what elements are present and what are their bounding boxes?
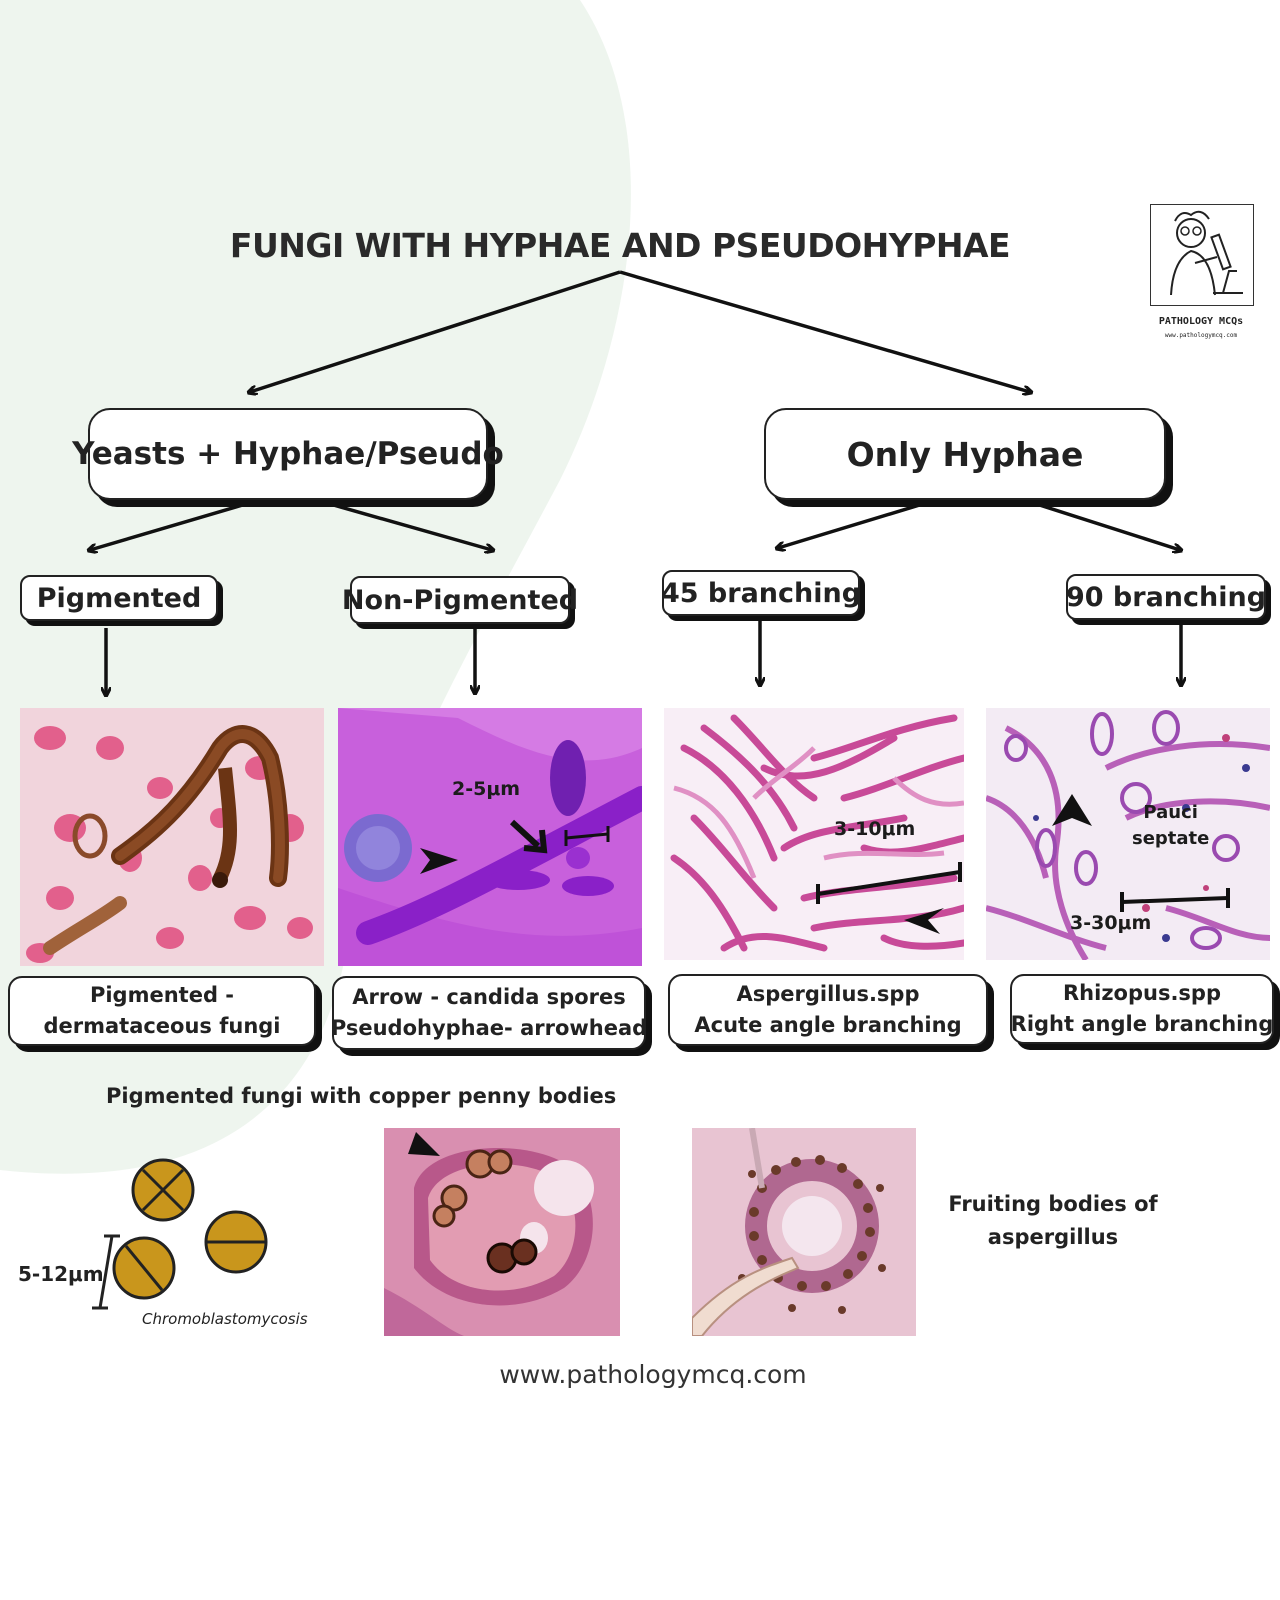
photo-fruiting-bodies xyxy=(692,1128,916,1336)
copper-penny-diagram xyxy=(92,1158,268,1310)
caption-aspergillus-line2: Acute angle branching xyxy=(694,1013,962,1037)
scientist-microscope-icon xyxy=(1170,210,1243,296)
arrow-right-90 xyxy=(1023,498,1180,550)
copper-penny-heading: Pigmented fungi with copper penny bodies xyxy=(106,1084,617,1108)
candida-markers xyxy=(420,819,610,874)
measure-candida: 2-5μm xyxy=(452,778,521,800)
sub-pigmented: Pigmented xyxy=(20,575,218,621)
caption-rhizopus-line2: Right angle branching xyxy=(1010,1012,1274,1036)
sub-90-branching: 90 branching xyxy=(1066,574,1266,620)
sub-non-pigmented: Non-Pigmented xyxy=(342,576,578,624)
caption-pigmented-line1: Pigmented - xyxy=(89,983,235,1007)
caption-pigmented: Pigmented - dermataceous fungi xyxy=(8,976,316,1046)
logo xyxy=(1150,204,1254,306)
logo-name: PATHOLOGY MCQs xyxy=(1158,316,1244,327)
caption-rhizopus-line1: Rhizopus.spp xyxy=(1063,981,1221,1005)
arrowhead-icon xyxy=(904,908,944,934)
note-pauci: Pauci xyxy=(1143,802,1198,823)
size-bar-icon xyxy=(92,1234,120,1310)
fruiting-line2: aspergillus xyxy=(987,1225,1119,1249)
measure-aspergillus: 3-10μm xyxy=(834,818,916,840)
category-only-hyphae-label: Only Hyphae xyxy=(846,434,1084,474)
caption-candida-line1: Arrow - candida spores xyxy=(352,985,626,1009)
arrow-right-45 xyxy=(778,498,937,548)
arrow-left-pigmented xyxy=(90,502,247,550)
penny-cross-icon xyxy=(131,1158,195,1222)
caption-aspergillus: Aspergillus.spp Acute angle branching xyxy=(668,974,988,1046)
note-septate: septate xyxy=(1132,828,1210,849)
sub-pigmented-label: Pigmented xyxy=(36,582,202,614)
sub-45-branching-label: 45 branching xyxy=(660,577,862,609)
caption-pigmented-line2: dermataceous fungi xyxy=(43,1014,281,1038)
sub-90-branching-label: 90 branching xyxy=(1065,581,1267,613)
caption-aspergillus-line1: Aspergillus.spp xyxy=(736,982,920,1006)
penny-septate-icon xyxy=(112,1236,176,1300)
arrow-left-nonpigmented xyxy=(329,502,492,550)
penny-dividing-icon xyxy=(204,1210,268,1274)
fruiting-bodies-label: Fruiting bodies of aspergillus xyxy=(930,1188,1176,1254)
fruiting-line1: Fruiting bodies of xyxy=(948,1192,1158,1216)
sub-non-pigmented-label: Non-Pigmented xyxy=(341,584,579,616)
arrowhead-icon xyxy=(1052,794,1092,826)
arrow-title-right xyxy=(619,270,1030,392)
category-yeasts-hyphae-label: Yeasts + Hyphae/Pseudo xyxy=(72,436,504,472)
caption-candida: Arrow - candida spores Pseudohyphae- arr… xyxy=(330,976,648,1050)
measure-rhizopus: 3-30μm xyxy=(1070,912,1152,934)
arrowhead-icon xyxy=(408,1132,440,1156)
arrowhead-icon xyxy=(420,848,458,874)
scale-bar-icon xyxy=(564,826,610,846)
footer-url[interactable]: www.pathologymcq.com xyxy=(499,1360,807,1389)
scale-bar-icon xyxy=(816,862,962,904)
caption-rhizopus: Rhizopus.spp Right angle branching xyxy=(1010,974,1274,1044)
scale-bar-icon xyxy=(1120,888,1230,912)
category-only-hyphae: Only Hyphae xyxy=(764,408,1166,500)
penny-size: 5-12μm xyxy=(18,1262,104,1286)
photo-copper-penny xyxy=(384,1128,620,1336)
arrow-title-left xyxy=(250,270,621,392)
photo-candida: 2-5μm xyxy=(338,708,642,966)
arrow-icon xyxy=(509,819,548,854)
photo-dematiaceous xyxy=(20,708,324,966)
caption-candida-line2: Pseudohyphae- arrowhead xyxy=(330,1016,648,1040)
logo-url: www.pathologymcq.com xyxy=(1164,332,1238,339)
photo-aspergillus: 3-10μm xyxy=(664,708,964,960)
note-pauci-septate: Pauci septate xyxy=(1132,800,1209,852)
disease-name: Chromoblastomycosis xyxy=(142,1310,308,1328)
page-title: FUNGI WITH HYPHAE AND PSEUDOHYPHAE xyxy=(229,226,1011,265)
rhizopus-markers xyxy=(1052,794,1230,912)
sub-45-branching: 45 branching xyxy=(660,570,862,616)
photo-rhizopus: Pauci septate 3-30μm xyxy=(986,708,1270,960)
category-yeasts-hyphae: Yeasts + Hyphae/Pseudo xyxy=(72,408,504,500)
aspergillus-markers xyxy=(816,862,962,934)
